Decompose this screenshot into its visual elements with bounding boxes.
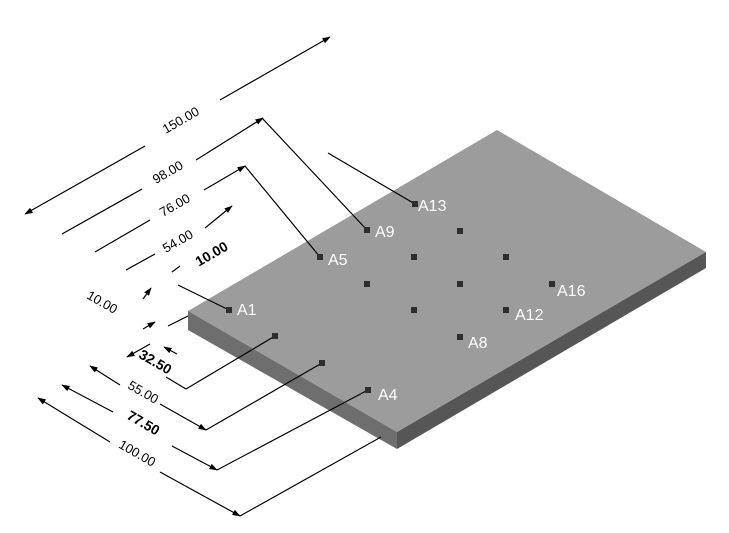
hole-a8 <box>457 334 463 340</box>
dim-10-rear: 10.00 <box>192 238 231 269</box>
label-a12: A12 <box>515 307 544 324</box>
dim-76: 76.00 <box>157 190 193 219</box>
hole-a10 <box>411 254 417 260</box>
dim-150: 150.00 <box>160 104 202 137</box>
dim-10-side: 10.00 <box>84 287 120 316</box>
dim-77-50: 77.50 <box>124 407 163 438</box>
extension-lines <box>167 117 416 517</box>
front-dimension-lines <box>37 343 241 517</box>
hole-a16 <box>549 281 555 287</box>
label-a8: A8 <box>468 335 488 352</box>
dim-98: 98.00 <box>150 157 186 186</box>
label-a13: A13 <box>418 198 447 215</box>
hole-a7 <box>411 307 417 313</box>
label-a4: A4 <box>378 387 398 404</box>
holes <box>226 201 555 393</box>
dim-100: 100.00 <box>116 437 158 470</box>
label-a9: A9 <box>375 224 395 241</box>
hole-a5 <box>317 254 323 260</box>
side-dimension-lines <box>142 287 156 330</box>
hole-a3 <box>319 360 325 366</box>
hole-a15 <box>503 254 509 260</box>
hole-a12 <box>503 307 509 313</box>
rear-dimension-lines <box>24 36 331 273</box>
plate <box>188 130 706 449</box>
hole-a11 <box>457 281 463 287</box>
hole-a14 <box>457 228 463 234</box>
hole-a9 <box>364 227 370 233</box>
hole-a13 <box>412 201 418 207</box>
label-a1: A1 <box>237 302 257 319</box>
hole-a2 <box>272 333 278 339</box>
point-labels: A1 A4 A5 A8 A9 A12 A13 A16 <box>237 198 586 404</box>
dim-55: 55.00 <box>125 377 161 406</box>
hole-a6 <box>364 281 370 287</box>
dim-54: 54.00 <box>160 226 196 255</box>
label-a16: A16 <box>557 283 586 300</box>
hole-a4 <box>365 387 371 393</box>
plate-top-face <box>188 130 706 432</box>
label-a5: A5 <box>328 252 348 269</box>
dimension-labels: 150.00 98.00 76.00 54.00 10.00 10.00 32.… <box>84 104 230 470</box>
hole-a1 <box>226 307 232 313</box>
plate-side-face <box>397 252 706 449</box>
dim-32-50: 32.50 <box>136 346 175 377</box>
